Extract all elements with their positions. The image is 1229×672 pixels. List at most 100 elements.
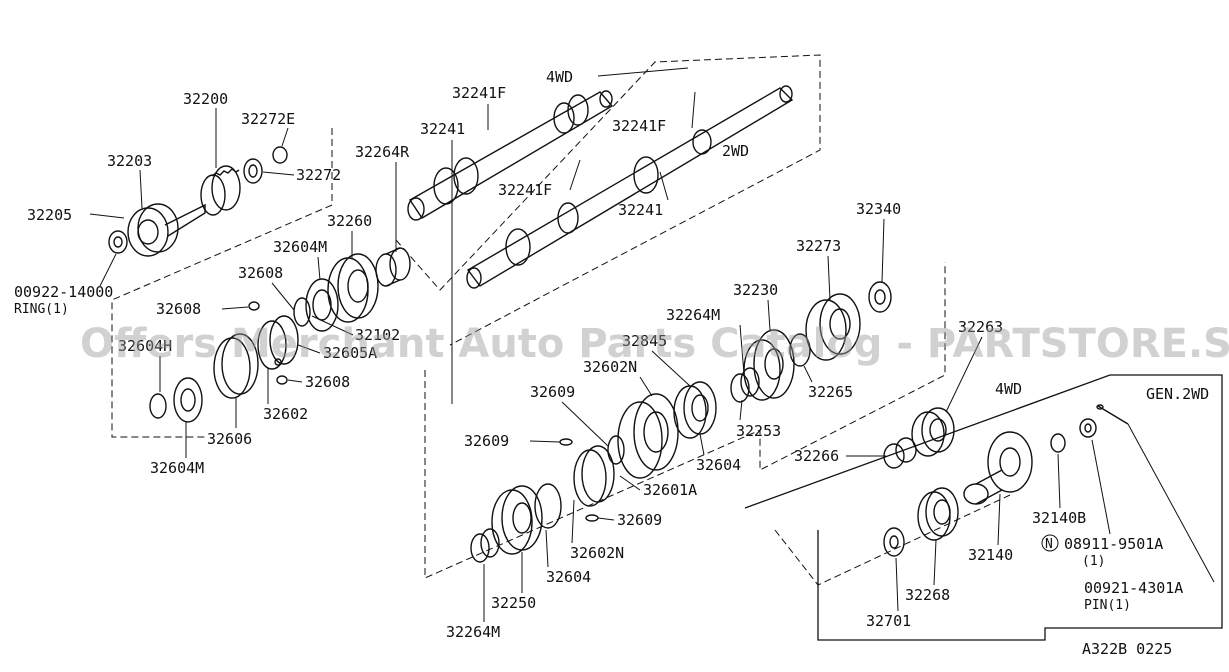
part-label: 32266 — [794, 447, 839, 465]
part-label: 32604H — [118, 337, 172, 355]
part-label: 32602N — [583, 358, 637, 376]
four-wd-leader-line — [597, 67, 689, 77]
box-2wd-dash — [774, 494, 1011, 586]
flange-32140-drawing — [963, 431, 1033, 505]
needle-32264M-drawing — [730, 367, 760, 403]
part-label: 32203 — [107, 152, 152, 170]
spring-32608-drawing — [248, 301, 288, 385]
part-label: 08911-9501A — [1064, 535, 1163, 553]
part-label: 32602 — [263, 405, 308, 423]
part-label: 32140B — [1032, 509, 1086, 527]
part-label: 32608 — [238, 264, 283, 282]
upper-left-zone-outline — [111, 128, 333, 438]
gear-32260-drawing — [327, 253, 379, 323]
part-label: 32609 — [530, 383, 575, 401]
gear-32701-drawing — [883, 527, 905, 557]
part-label: 32253 — [736, 422, 781, 440]
washer-32265-drawing — [789, 333, 811, 367]
needle-lower-32264M-drawing — [470, 528, 500, 563]
input-shaft-drawing — [108, 165, 241, 257]
bearing-32273-drawing — [805, 293, 861, 361]
part-label: 32241F — [498, 181, 552, 199]
part-label: 32604M — [150, 459, 204, 477]
mainshaft-group: 4WD 2WD 32241F 32241 32241F 32241F 32241 — [407, 68, 794, 404]
zone-outlines — [111, 54, 1223, 641]
part-label: 32264R — [355, 143, 410, 161]
gear-32604M-drawing — [173, 377, 203, 423]
part-label: 32608 — [156, 300, 201, 318]
needle-bearing-32264R-drawing — [375, 247, 411, 287]
synchro-upper-group: 32264R 32260 32604M 32608 32608 32102 32… — [118, 143, 411, 477]
bearing-32340-drawing — [868, 281, 892, 313]
part-label: 32268 — [905, 586, 950, 604]
variant-label-4wd-box: 4WD — [995, 380, 1022, 398]
part-label: 32260 — [327, 212, 372, 230]
circle-n-mark: N — [1041, 534, 1059, 552]
part-label: 32241F — [612, 117, 666, 135]
part-label: 00922-14000 — [14, 283, 113, 301]
ring-32272E-drawing — [272, 146, 288, 164]
synchro-hub-32604M-drawing — [305, 278, 339, 332]
watermark-text: Offers Merchant Auto Parts Catalog - PAR… — [80, 321, 1229, 367]
pin-00921-drawing — [1096, 404, 1129, 425]
part-label: 32200 — [183, 90, 228, 108]
part-label: 32264M — [446, 623, 500, 641]
mainshaft-4wd-drawing — [407, 90, 614, 221]
bearing-32268-drawing — [917, 487, 959, 541]
synchro-ring-32604-drawing — [573, 445, 615, 507]
part-label: 32205 — [27, 206, 72, 224]
part-note: PIN(1) — [1084, 598, 1131, 613]
pin-32609-drawing — [559, 438, 599, 522]
part-label: 32601A — [643, 481, 697, 499]
part-label: 32241 — [618, 201, 663, 219]
part-label: 32605A — [323, 344, 377, 362]
part-label: 32701 — [866, 612, 911, 630]
part-note: RING(1) — [14, 302, 69, 317]
part-label: 32263 — [958, 318, 1003, 336]
snap-ring-32604H-drawing — [149, 393, 167, 419]
gear-32250-drawing — [491, 485, 543, 555]
synchro-32845-drawing — [673, 381, 717, 439]
synchro-ring-32606-drawing — [213, 333, 259, 399]
part-label: 32606 — [207, 430, 252, 448]
part-label: 32241 — [420, 120, 465, 138]
part-label: 32272E — [241, 110, 295, 128]
circle-n-letter: N — [1045, 537, 1053, 552]
part-label: 32604 — [546, 568, 591, 586]
mainshaft-2wd-drawing — [466, 85, 794, 289]
bearing-32272-drawing — [243, 158, 263, 184]
part-label: 32608 — [305, 373, 350, 391]
ring-32102-drawing — [293, 297, 311, 327]
part-label: 32609 — [464, 432, 509, 450]
part-label: 32340 — [856, 200, 901, 218]
spacer-32266-drawing — [883, 437, 917, 469]
rear-extension-group: 4WD GEN.2WD 32263 32266 32140B 32140 N 0… — [794, 318, 1215, 630]
part-label: 32604M — [273, 238, 327, 256]
gear-stack-group: 32340 32273 32230 32264M 32845 32602N 32… — [446, 200, 901, 641]
part-label: 32250 — [491, 594, 536, 612]
part-label: 32264M — [666, 306, 720, 324]
part-label: 32272 — [296, 166, 341, 184]
input-shaft-group: 32200 32203 32205 32272E 32272 00922-140… — [14, 90, 341, 317]
part-label: 32273 — [796, 237, 841, 255]
sleeve-32601A-drawing — [617, 393, 679, 479]
part-label: 32845 — [622, 332, 667, 350]
shaft-zone-outline — [395, 54, 821, 346]
ring-lower-32604-drawing — [534, 483, 562, 529]
diagram-code: A322B 0225 — [1082, 640, 1172, 658]
lower-zone-outline — [424, 262, 946, 579]
part-label: 32265 — [808, 383, 853, 401]
bearing-32263-drawing — [911, 407, 955, 457]
part-note: (1) — [1082, 554, 1105, 569]
part-label: 32140 — [968, 546, 1013, 564]
sleeve-32605A-drawing — [257, 315, 299, 370]
washer-32140B-drawing — [1050, 433, 1066, 453]
part-label: 32602N — [570, 544, 624, 562]
part-label: 32609 — [617, 511, 662, 529]
part-label: 32230 — [733, 281, 778, 299]
nut-08911-drawing — [1079, 418, 1097, 438]
variant-label-gen-2wd: GEN.2WD — [1146, 385, 1209, 403]
part-label: 32102 — [355, 326, 400, 344]
part-label: 32604 — [696, 456, 741, 474]
